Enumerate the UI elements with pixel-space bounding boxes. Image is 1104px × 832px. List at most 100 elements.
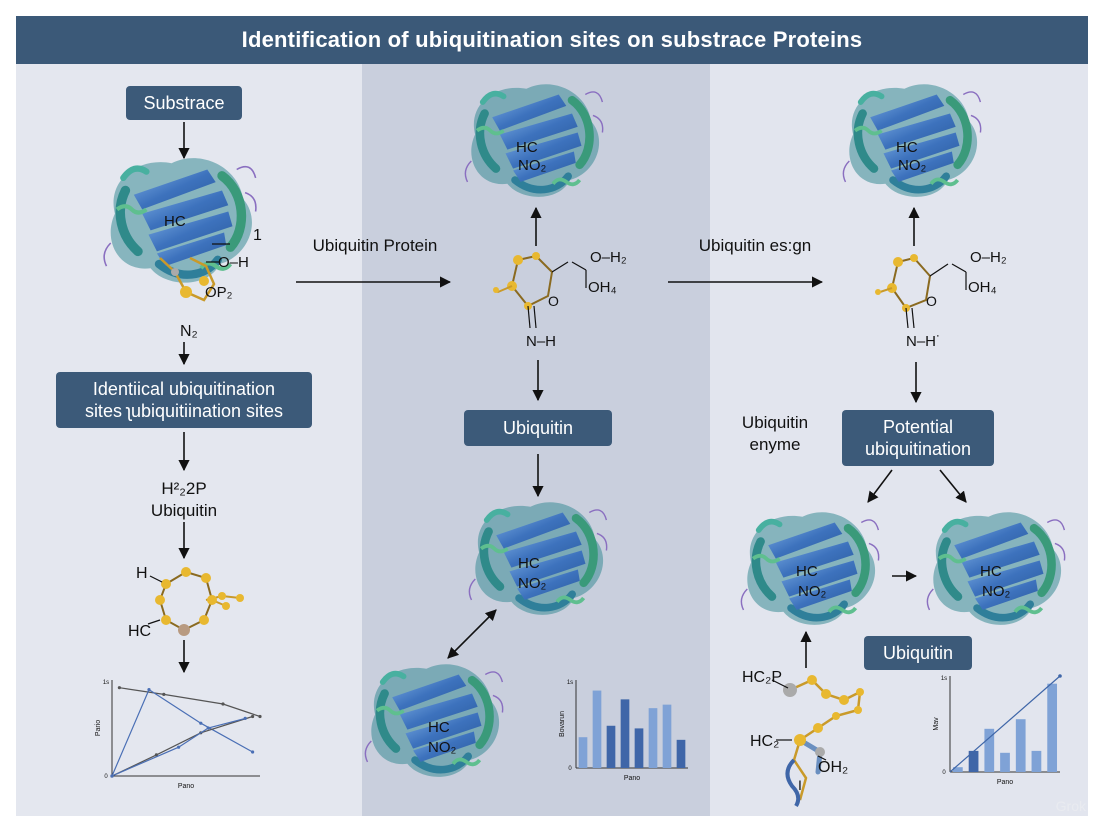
chem-label-o: O [548,293,559,309]
series-line [119,687,261,718]
chem-label-oh4: OH₄ [588,279,617,296]
x-axis-label: Pano [178,783,194,790]
ubiquitin-box-middle: Ubiquitin [464,410,612,446]
y-axis-label: Bovarun [559,711,566,737]
chem-label-h: H [136,565,148,582]
data-point [154,753,158,757]
chem-label-no2: NO₂ [518,157,547,174]
h2p-line2: Ubiquitin [150,501,218,520]
trend-line [949,675,1061,773]
bar [676,739,686,768]
bar [968,750,979,772]
ubiquitin-enzyme-label: Ubiquitin enyme [720,412,830,456]
chem-label-no2: NO₂ [518,575,547,592]
chem-label-hc: HC [980,563,1002,580]
chem-label-no2: NO₂ [982,583,1011,600]
enzyme-line2: enyme [749,435,801,454]
y-tick-label: 1s [941,676,947,682]
y-axis-label: Mav [933,717,940,731]
bar [648,708,658,768]
identical-sites-line2: sites ʅubiquitiination sites [84,401,284,421]
h2p-line1: H²₂2P [161,479,207,498]
bar [578,737,588,768]
chem-label-tick: I [798,777,802,793]
data-point [162,692,166,697]
title-bar: Identification of ubiquitination sites o… [16,16,1088,64]
chem-label-hc: HC [796,563,818,580]
ubiquitin-label: Ubiquitin [882,643,954,663]
data-point [221,702,225,706]
bar [1000,752,1010,772]
bar [634,728,644,768]
bar [606,725,616,768]
bar [984,728,995,772]
bar [662,704,672,768]
substrace-label: Substrace [143,93,225,113]
bar [1015,719,1026,772]
y-tick-label: 1s [567,680,573,686]
ubiquitin-ring-molecule [493,252,587,329]
substrace-box: Substrace [126,86,242,120]
potential-line2: ubiquitination [864,439,972,459]
enzyme-line1: Ubiquitin [741,413,809,432]
chem-label-no2: NO₂ [798,583,827,600]
series-line [111,688,253,777]
data-point [206,726,210,730]
y-axis-label: Pario [95,720,102,736]
chem-label-op2: OP₂ [205,284,233,301]
trend-end-point [1058,674,1062,678]
chem-label-nh: N–H˙ [906,333,941,350]
double-arrow-protein-link [447,609,497,659]
identical-sites-line1: Identiical ubiquitination [92,379,276,399]
y-tick-label: 0 [104,774,108,780]
data-point [177,745,181,749]
arrow-potential-left [867,469,893,503]
data-point [199,721,203,725]
data-point [147,688,151,692]
data-point [258,714,262,719]
series-line [111,715,253,777]
chem-label-o: O [926,293,937,309]
ubiquitin-label: Ubiquitin [502,418,574,438]
y-tick-label: 0 [568,766,572,772]
chem-label-hc: HC [896,139,918,156]
potential-ubiquitination-box: Potential ubiquitination [842,410,994,466]
chem-label-oh2: O–H₂ [590,249,627,266]
arrow-potential-right [939,469,967,503]
ligand-molecule [159,243,230,302]
bar [952,767,963,772]
ubiquitin-box-right: Ubiquitin [864,636,972,670]
identical-sites-box: Identiical ubiquitination sites ʅubiquit… [56,372,312,428]
chem-label-hc: HC [518,555,540,572]
ubiquitin-protein-label: Ubiquitin Protein [312,236,438,255]
data-point [110,774,114,778]
bar [1031,750,1042,772]
data-point [117,686,121,690]
ubiquitin-esign-label: Ubiquitin es:gn [698,236,812,255]
chem-label-no2: NO₂ [898,157,927,174]
data-point [243,716,247,721]
data-point [251,714,255,719]
ubiquitin-ring-molecule [875,254,967,329]
chem-label-hc2: HC₂ [750,733,779,750]
ring-molecule-left [147,567,244,636]
chem-label-hc: HC [428,719,450,736]
ligand-molecule [771,675,864,808]
diagram-title: Identification of ubiquitination sites o… [241,27,863,52]
chem-label-oh: O–H [218,254,249,271]
x-axis-label: Pano [624,775,640,782]
x-axis-label: Pano [997,779,1013,786]
data-point [251,750,255,754]
bar [592,690,602,768]
series-line [111,717,246,777]
bar [1047,683,1058,772]
chem-label-hc: HC [164,213,186,230]
bar [620,699,630,768]
h2p-ubiquitin-label: H²₂2P Ubiquitin [124,478,244,522]
chem-label-oh2-bottom: OH₂ [818,759,848,776]
chem-label-hc: HC [516,139,538,156]
